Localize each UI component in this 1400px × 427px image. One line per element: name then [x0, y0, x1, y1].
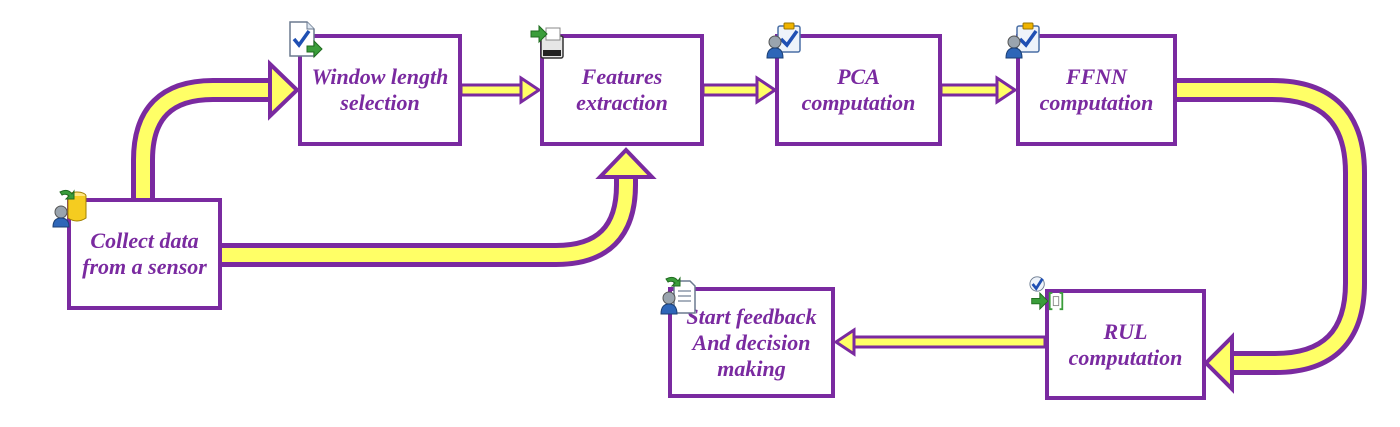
arrow-ffnn-to-rul — [1176, 78, 1367, 394]
node-label: Collect data from a sensor — [82, 228, 207, 279]
user-clipboard-check-icon — [1005, 22, 1040, 59]
arrow-collect-to-features — [221, 147, 657, 267]
node-window-length-selection: Window length selection — [298, 34, 462, 146]
arrow-window-to-features — [459, 75, 542, 105]
check-arrow-bracket-icon — [1029, 276, 1064, 311]
arrow-pca-to-ffnn — [939, 75, 1018, 105]
arrow-features-to-pca — [701, 75, 778, 105]
node-label: FFNN computation — [1039, 64, 1154, 115]
node-start-feedback: Start feedback And decision making — [668, 287, 835, 398]
user-document-icon — [660, 276, 696, 315]
arrow-rul-to-feedback — [833, 327, 1047, 357]
node-label: Window length selection — [311, 64, 449, 115]
node-label: Features extraction — [576, 64, 668, 115]
arrow-collect-to-window — [131, 59, 300, 198]
node-label: Start feedback And decision making — [686, 303, 817, 381]
export-scanner-icon — [530, 24, 564, 59]
node-features-extraction: Features extraction — [540, 34, 704, 146]
node-label: PCA computation — [801, 64, 916, 115]
document-check-arrow-icon — [289, 21, 323, 59]
node-label: RUL computation — [1068, 318, 1183, 370]
user-database-icon — [52, 189, 87, 228]
node-collect-data: Collect data from a sensor — [67, 198, 222, 310]
node-pca-computation: PCA computation — [775, 34, 942, 146]
user-clipboard-check-icon — [766, 22, 801, 59]
node-ffnn-computation: FFNN computation — [1016, 34, 1177, 146]
node-rul-computation: RUL computation — [1045, 289, 1206, 400]
